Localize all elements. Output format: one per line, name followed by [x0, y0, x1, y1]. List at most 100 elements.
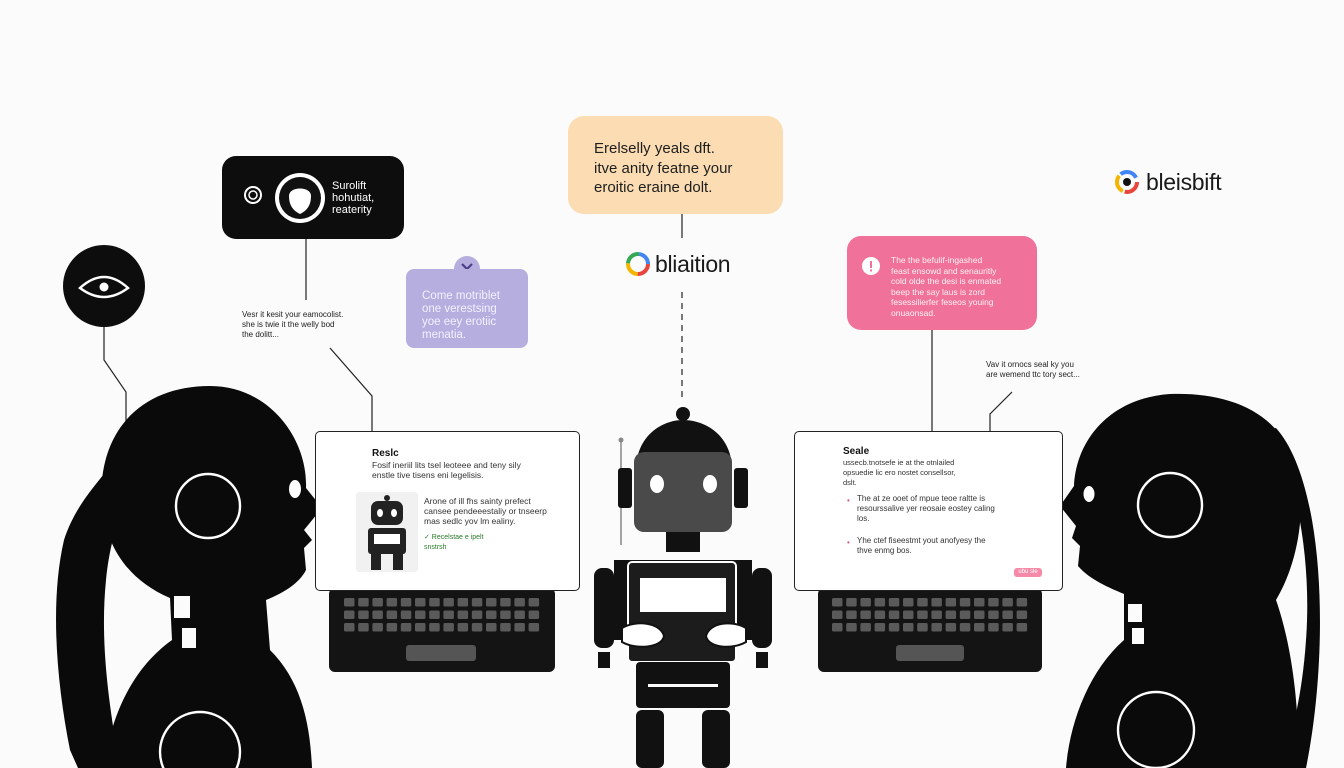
right-screen-title: Seale — [843, 446, 870, 457]
keyboard-key — [832, 598, 843, 607]
keyboard-key — [386, 598, 398, 607]
keyboard-key — [457, 623, 469, 632]
keyboard-key — [528, 610, 540, 619]
keyboard-key — [415, 623, 426, 632]
keyboard-key — [457, 610, 469, 619]
keyboard-key — [903, 623, 914, 632]
keyboard-key — [443, 623, 454, 632]
keyboard-key — [860, 623, 871, 632]
keyboard-key — [959, 610, 971, 619]
keyboard-key — [443, 610, 454, 619]
purple-bubble-text: Come motriblet one verestsing yoe eey er… — [422, 290, 500, 341]
keyboard-key — [344, 623, 355, 632]
keyboard-key — [860, 598, 871, 607]
keyboard-key — [945, 610, 957, 619]
keyboard-key — [500, 623, 511, 632]
right-keyboard-keys — [832, 598, 1028, 632]
keyboard-key — [400, 598, 412, 607]
keyboard-key — [917, 598, 928, 607]
keyboard-key — [415, 598, 426, 607]
keyboard-key — [457, 598, 469, 607]
keyboard-key — [874, 598, 886, 607]
left-screen-body: Arone of ill fhs sainty prefect cansee p… — [424, 496, 547, 526]
left-person-silhouette — [56, 386, 322, 768]
keyboard-key — [931, 623, 942, 632]
keyboard-key — [471, 623, 483, 632]
right-screen-item-1: The at ze ooet of mpue teoe raltte is re… — [857, 494, 995, 523]
keyboard-key — [945, 598, 957, 607]
keyboard-key — [486, 623, 497, 632]
pink-bubble-text: The the befulif-ingashed feast ensowd an… — [891, 255, 1002, 318]
pink-chat-bubble: The the befulif-ingashed feast ensowd an… — [847, 236, 1037, 330]
keyboard-key — [486, 598, 497, 607]
keyboard-key — [931, 610, 942, 619]
left-screen-subtitle: Fosif ineriil lits tsel leoteee and teny… — [372, 460, 521, 480]
right-note: Vav it ornocs seal ky you are wemend ttc… — [986, 360, 1080, 379]
keyboard-key — [888, 623, 900, 632]
keyboard-key — [443, 598, 454, 607]
keyboard-key — [974, 598, 985, 607]
keyboard-key — [528, 598, 540, 607]
keyboard-key — [846, 610, 857, 619]
left-keyboard-keys — [344, 598, 540, 632]
right-screen-tag[interactable]: ubu sle — [1014, 568, 1042, 577]
keyboard-key — [471, 598, 483, 607]
keyboard-key — [1002, 623, 1013, 632]
keyboard-key — [917, 610, 928, 619]
keyboard-key — [988, 610, 999, 619]
left-screen-check[interactable]: ✓ Recelstae e ipelt snstrsh — [424, 534, 484, 551]
center-robot — [594, 407, 772, 768]
top-right-logo-text: bleisbift — [1146, 169, 1222, 195]
top-right-logo-icon — [1115, 170, 1139, 194]
keyboard-key — [386, 623, 398, 632]
keyboard-key — [1002, 610, 1013, 619]
robot-thumbnail — [356, 492, 418, 572]
keyboard-key — [429, 610, 440, 619]
keyboard-key — [874, 623, 886, 632]
top-bubble-line-2: itve anity featne your — [594, 160, 733, 177]
keyboard-key — [471, 610, 483, 619]
eye-icon — [63, 245, 145, 327]
top-bubble-line-1: Erelselly yeals dft. — [594, 140, 715, 157]
keyboard-key — [372, 610, 383, 619]
keyboard-key — [514, 610, 525, 619]
keyboard-key — [358, 610, 369, 619]
keyboard-key — [400, 623, 412, 632]
keyboard-key — [888, 598, 900, 607]
keyboard-key — [959, 623, 971, 632]
keyboard-key — [917, 623, 928, 632]
keyboard-key — [415, 610, 426, 619]
keyboard-key — [344, 610, 355, 619]
keyboard-key — [514, 623, 525, 632]
keyboard-key — [400, 610, 412, 619]
keyboard-key — [1016, 610, 1028, 619]
keyboard-key — [988, 623, 999, 632]
avatar — [275, 173, 325, 223]
right-laptop-base — [818, 588, 1042, 672]
alert-icon — [862, 257, 880, 275]
keyboard-key — [832, 623, 843, 632]
keyboard-key — [988, 598, 999, 607]
keyboard-key — [846, 598, 857, 607]
top-chat-bubble: Erelselly yeals dft. itve anity featne y… — [568, 116, 783, 214]
dark-chat-bubble: Surolift hohutiat, reaterity — [222, 156, 404, 239]
keyboard-key — [358, 623, 369, 632]
keyboard-key — [486, 610, 497, 619]
keyboard-key — [372, 598, 383, 607]
right-laptop-screen: Seale ussecb.tnotsefe ie at the otnlaile… — [794, 431, 1063, 591]
center-logo-icon — [626, 252, 650, 276]
dark-bubble-text: Surolift hohutiat, reaterity — [332, 180, 375, 216]
keyboard-key — [1016, 598, 1028, 607]
keyboard-key — [874, 610, 886, 619]
keyboard-key — [1002, 598, 1013, 607]
keyboard-key — [959, 598, 971, 607]
keyboard-key — [974, 610, 985, 619]
center-logo-text: bliaition — [655, 251, 731, 277]
right-person-silhouette — [1060, 393, 1320, 768]
top-bubble-line-3: eroitic eraine dolt. — [594, 179, 713, 196]
left-screen-title: Reslc — [372, 448, 399, 459]
right-screen-item-2: Yhe ctef fiseestmt yout anofyesy the thv… — [857, 536, 986, 555]
keyboard-key — [358, 598, 369, 607]
keyboard-key — [832, 610, 843, 619]
